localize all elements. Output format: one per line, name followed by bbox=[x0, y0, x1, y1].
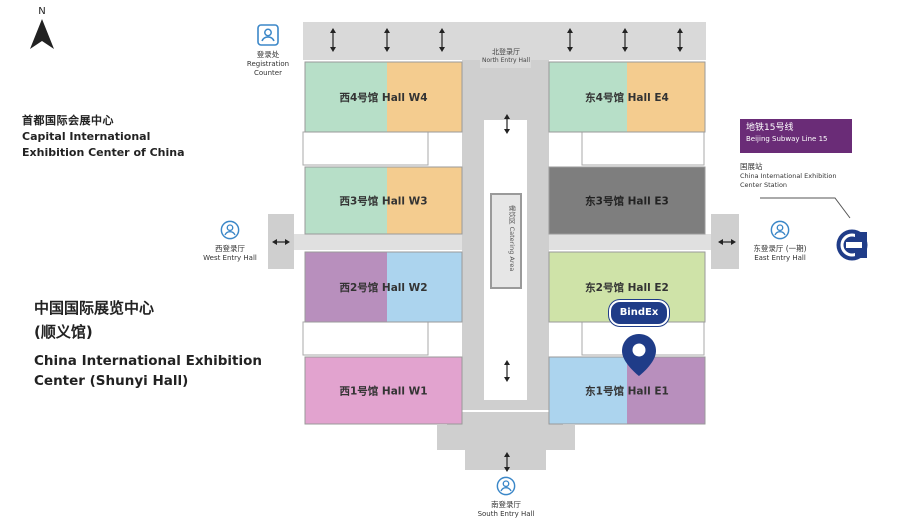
location-pin-icon bbox=[622, 334, 656, 376]
hall-e4[interactable]: 东4号馆 Hall E4 bbox=[548, 61, 706, 133]
north-entry-cn: 北登录厅 bbox=[492, 48, 520, 56]
hall-e3-label: 东3号馆 Hall E3 bbox=[585, 195, 669, 208]
south-entry-user-icon bbox=[496, 476, 516, 496]
catering-label: 餐饮区 Catering Area bbox=[508, 205, 517, 271]
hall-e1-part-a bbox=[549, 357, 627, 424]
hall-w1-part-a bbox=[305, 357, 384, 424]
north-entry-hall-block bbox=[480, 38, 531, 68]
south-entry-hall-block bbox=[437, 412, 575, 470]
hall-w2[interactable]: 西2号馆 Hall W2 bbox=[304, 251, 463, 323]
hall-e4-border bbox=[548, 61, 706, 133]
north-door-arrow-3 bbox=[567, 28, 573, 52]
hall-w4-part-a bbox=[305, 62, 387, 132]
halls-layer: 西4号馆 Hall W4 西3号馆 Hall W3 西2号馆 Hall W2 西1号馆… bbox=[304, 61, 706, 425]
hall-w4[interactable]: 西4号馆 Hall W4 bbox=[304, 61, 463, 133]
hall-w2-part-a bbox=[305, 252, 387, 322]
west-connector bbox=[294, 234, 462, 250]
hall-e3[interactable]: 东3号馆 Hall E3 bbox=[548, 166, 706, 235]
west-entry-cn: 西登录厅 bbox=[215, 244, 245, 253]
east-connector bbox=[549, 234, 711, 250]
south-entry-label: 南登录厅 South Entry Hall bbox=[470, 476, 542, 519]
south-door-arrow bbox=[504, 452, 510, 472]
north-door-arrow-2 bbox=[439, 28, 445, 52]
west-entry-label: 西登录厅 West Entry Hall bbox=[196, 220, 264, 263]
north-door-arrow-1 bbox=[384, 28, 390, 52]
bindex-marker[interactable]: BindEx bbox=[609, 300, 669, 378]
capital-venue-title-cn: 首都国际会展中心 bbox=[22, 114, 114, 127]
north-door-arrow-4 bbox=[622, 28, 628, 52]
registration-user-icon bbox=[257, 24, 279, 46]
hall-e1-label: 东1号馆 Hall E1 bbox=[585, 385, 669, 398]
west-entry-user-icon bbox=[220, 220, 240, 240]
west-entry-en: West Entry Hall bbox=[203, 254, 257, 262]
hall-e4-part-b bbox=[627, 62, 705, 132]
subway-line-en: Beijing Subway Line 15 bbox=[746, 135, 828, 143]
ciec-venue-title-cn-line2: (顺义馆) bbox=[34, 323, 93, 341]
hall-e3-part-a bbox=[549, 167, 627, 234]
ciec-venue-title-cn-line1: 中国国际展览中心 bbox=[34, 299, 155, 317]
hall-w1-part-b bbox=[383, 357, 462, 424]
subway-connector bbox=[760, 197, 851, 219]
hall-e3-part-b bbox=[627, 167, 705, 234]
hall-w1-border bbox=[304, 356, 463, 425]
south-entry-cn: 南登录厅 bbox=[491, 500, 521, 509]
west-gap-2 bbox=[302, 321, 429, 356]
hall-w3-part-a bbox=[305, 167, 387, 234]
north-label: N bbox=[38, 6, 46, 17]
east-entry-cn: 东登录厅 (一期) bbox=[753, 244, 807, 253]
compass-arrow-icon bbox=[30, 19, 54, 49]
spine-arrow-top bbox=[504, 114, 510, 134]
hall-e4-label: 东4号馆 Hall E4 bbox=[585, 91, 669, 104]
east-gap-1 bbox=[581, 131, 705, 166]
hall-w2-label: 西2号馆 Hall W2 bbox=[339, 281, 427, 294]
hall-e4-part-a bbox=[549, 62, 627, 132]
hall-w1[interactable]: 西1号馆 Hall W1 bbox=[304, 356, 463, 425]
registration-counter: 登录处 Registration Counter bbox=[238, 24, 298, 78]
north-door-arrow-5 bbox=[677, 28, 683, 52]
west-door-arrow bbox=[272, 239, 290, 245]
registration-cn: 登录处 bbox=[256, 50, 280, 59]
hall-w3-part-b bbox=[387, 167, 462, 234]
subway-station-cn: 国展站 bbox=[740, 162, 763, 171]
hall-e3-border bbox=[548, 166, 706, 235]
south-entry-en: South Entry Hall bbox=[477, 510, 535, 518]
east-entry-user-icon bbox=[770, 220, 790, 240]
north-entry-label: 北登录厅 North Entry Hall bbox=[470, 48, 542, 65]
hall-e2-label: 东2号馆 Hall E2 bbox=[585, 281, 669, 294]
north-compass: N bbox=[27, 6, 57, 55]
hall-w4-part-b bbox=[387, 62, 462, 132]
hall-w1-label: 西1号馆 Hall W1 bbox=[339, 385, 427, 398]
north-door-arrow-0 bbox=[330, 28, 336, 52]
hall-w4-border bbox=[304, 61, 463, 133]
hall-w2-border bbox=[304, 251, 463, 323]
registration-en1: Registration bbox=[246, 60, 290, 68]
beijing-subway-logo-icon bbox=[836, 229, 868, 261]
capital-venue-title-en: Capital International Exhibition Center … bbox=[22, 130, 185, 159]
east-entry-en: East Entry Hall bbox=[754, 254, 806, 262]
east-door-arrow bbox=[718, 239, 736, 245]
hall-w4-label: 西4号馆 Hall W4 bbox=[339, 91, 427, 104]
subway-station-en2: Center Station bbox=[740, 181, 788, 189]
hall-w3-border bbox=[304, 166, 463, 235]
bindex-label: BindEx bbox=[609, 300, 669, 326]
subway-line-badge: 地铁15号线 Beijing Subway Line 15 bbox=[740, 119, 852, 153]
spine-arrow-bottom bbox=[504, 360, 510, 382]
registration-en2: Counter bbox=[254, 69, 282, 77]
catering-area bbox=[490, 193, 522, 289]
west-gap-1 bbox=[302, 131, 429, 166]
subway-line-cn: 地铁15号线 bbox=[746, 123, 794, 133]
subway-station-en1: China International Exhibition bbox=[740, 172, 837, 180]
hall-w3[interactable]: 西3号馆 Hall W3 bbox=[304, 166, 463, 235]
ciec-venue-title-en: China International Exhibition Center (S… bbox=[34, 353, 263, 389]
hall-w3-label: 西3号馆 Hall W3 bbox=[339, 195, 427, 208]
hall-w2-part-b bbox=[387, 252, 462, 322]
north-entry-en: North Entry Hall bbox=[481, 57, 531, 64]
ciec-venue-title-cn: 中国国际展览中心 (顺义馆) bbox=[34, 296, 224, 344]
east-entry-label: 东登录厅 (一期) East Entry Hall bbox=[744, 220, 816, 263]
subway-station: 国展站 China International Exhibition Cente… bbox=[740, 162, 870, 190]
arrows-layer bbox=[272, 28, 736, 472]
